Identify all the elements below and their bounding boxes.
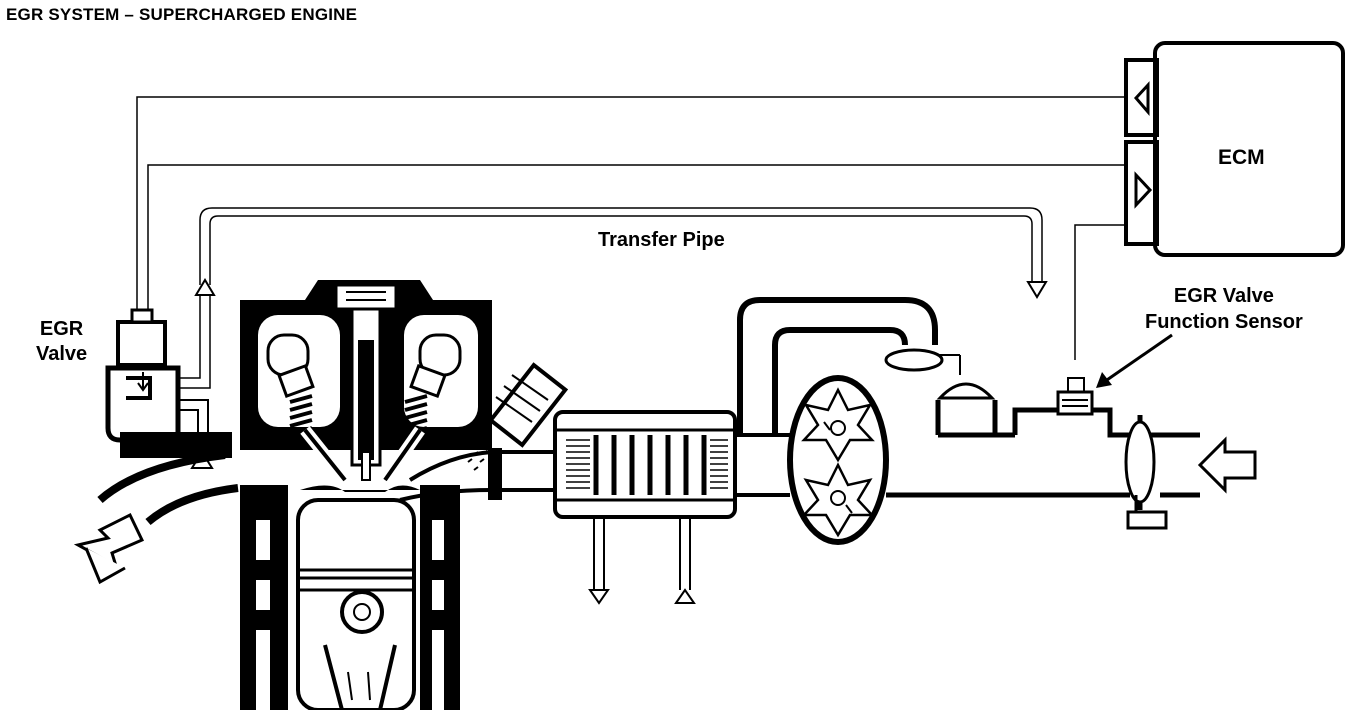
egr-valve-label-line2: Valve [36, 343, 88, 365]
transfer-pipe-label: Transfer Pipe [598, 229, 725, 251]
intake-runner [399, 448, 555, 502]
engine-block [240, 485, 460, 712]
ecm-wires [136, 96, 1126, 360]
ecm-input-arrow-icon [1134, 171, 1153, 209]
coolant-out-arrow-icon [588, 589, 610, 605]
egr-sensor-label: EGR Valve Function Sensor [1145, 283, 1303, 335]
ecm-module [1124, 41, 1345, 257]
egr-sensor-label-line2: Function Sensor [1145, 311, 1303, 333]
egr-valve-label-line1: EGR [39, 318, 84, 340]
flow-up-arrow-icon [194, 278, 216, 296]
ecm-label: ECM [1218, 146, 1265, 169]
transfer-pipe [178, 207, 1048, 389]
exhaust-manifold [73, 432, 239, 585]
coolant-in-arrow-icon [674, 588, 696, 604]
supercharger [735, 297, 1015, 545]
ecm-output-arrow-icon [1133, 81, 1150, 117]
diagram-title: EGR SYSTEM – SUPERCHARGED ENGINE [6, 5, 358, 24]
intake-duct [886, 333, 1257, 530]
egr-sensor-label-line1: EGR Valve [1173, 285, 1274, 307]
flow-down-arrow-icon [1026, 281, 1048, 299]
egr-valve-label: EGR Valve [36, 317, 87, 367]
cylinder-head [240, 280, 492, 484]
air-inlet-arrow-icon [1197, 436, 1257, 494]
intercooler [553, 410, 737, 605]
exhaust-out-arrow-icon [73, 512, 145, 570]
fuel-injector [467, 362, 569, 471]
